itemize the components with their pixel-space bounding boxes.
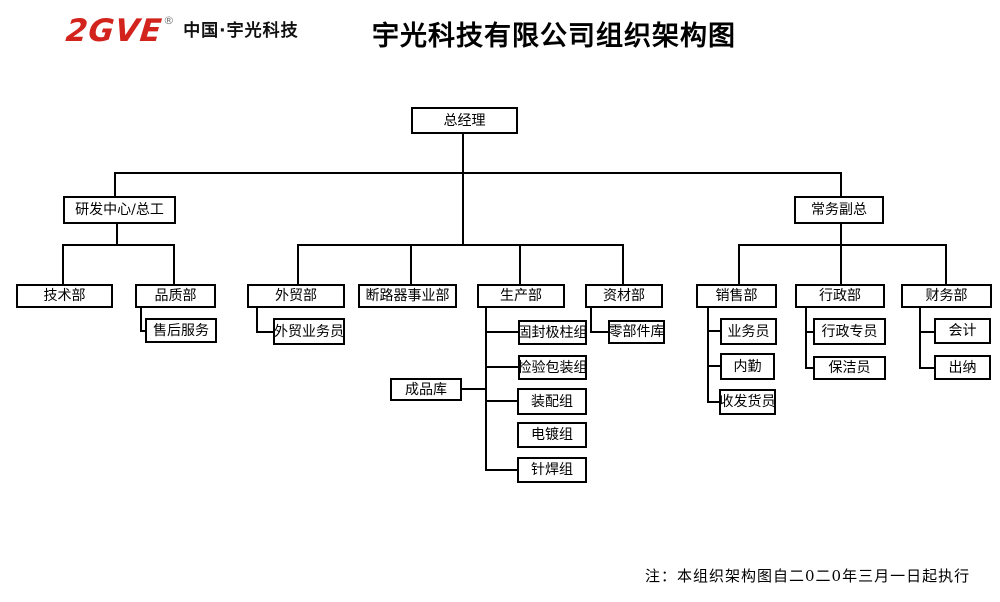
connector-line [485, 469, 517, 471]
connector-line [114, 172, 842, 174]
org-node-after-sales-service: 售后服务 [145, 318, 217, 343]
connector-line [485, 366, 518, 368]
org-node-foreign-trade-dept: 外贸部 [247, 284, 345, 308]
org-node-pin-welding-group: 针焊组 [517, 457, 587, 483]
org-node-sealed-pole-group: 固封极柱组 [518, 320, 588, 345]
connector-line [590, 307, 592, 333]
org-node-finished-goods-store: 成品库 [390, 378, 462, 401]
connector-line [256, 308, 258, 333]
connector-line [485, 308, 487, 471]
org-node-accountant: 会计 [934, 318, 991, 344]
connector-line [173, 244, 175, 284]
connector-line [116, 224, 118, 246]
connector-line [919, 308, 921, 368]
footnote: 注：本组织架构图自二0二0年三月一日起执行 [645, 567, 971, 585]
connector-line [738, 244, 740, 284]
org-node-material-dept: 资材部 [585, 284, 663, 308]
org-node-quality-dept: 品质部 [135, 284, 216, 308]
connector-line [919, 367, 935, 369]
org-node-cashier: 出纳 [934, 355, 991, 380]
org-node-production-dept: 生产部 [477, 284, 565, 308]
org-node-salesman: 业务员 [720, 318, 777, 345]
org-node-rd-center-chief: 研发中心/总工 [63, 196, 176, 224]
connector-line [590, 331, 609, 333]
connector-line [707, 308, 709, 402]
connector-line [410, 244, 412, 284]
org-node-cleaner: 保洁员 [813, 356, 886, 380]
org-node-deputy-gm: 常务副总 [794, 196, 884, 224]
connector-line [140, 308, 142, 332]
connector-line [297, 244, 624, 246]
org-node-inspection-packing-group: 检验包装组 [518, 355, 588, 380]
connector-line [485, 331, 518, 333]
connector-line [840, 224, 842, 246]
org-node-plating-group: 电镀组 [517, 422, 587, 448]
connector-line [114, 172, 116, 196]
org-node-shipping-receiving: 收发货员 [719, 389, 776, 415]
connector-line [919, 331, 935, 333]
connector-line [140, 330, 147, 332]
org-node-parts-warehouse: 零部件库 [608, 320, 665, 344]
connector-line [622, 244, 624, 284]
connector-line [740, 244, 947, 246]
org-node-finance-dept: 财务部 [901, 284, 992, 308]
connector-line [707, 401, 720, 403]
org-node-sales-dept: 销售部 [696, 284, 777, 308]
connector-line [462, 134, 464, 174]
registered-trademark-icon: ® [163, 14, 175, 27]
org-node-internal-support: 内勤 [720, 353, 775, 380]
org-node-trade-salesman: 外贸业务员 [273, 318, 345, 345]
company-logo: 2GVE ® 中国·宇光科技 [64, 13, 299, 49]
page-title: 宇光科技有限公司组织架构图 [372, 21, 736, 52]
connector-line [805, 367, 814, 369]
connector-line [297, 244, 299, 284]
org-node-breaker-division: 断路器事业部 [358, 284, 457, 308]
connector-line [945, 244, 947, 284]
connector-line [840, 172, 842, 196]
connector-line [805, 331, 814, 333]
org-node-admin-specialist: 行政专员 [813, 318, 886, 345]
connector-line [62, 244, 64, 284]
connector-line [707, 365, 721, 367]
connector-line [462, 172, 464, 246]
connector-line [62, 244, 175, 246]
org-node-assembly-group: 装配组 [517, 388, 587, 415]
connector-line [519, 244, 521, 284]
connector-line [485, 400, 517, 402]
connector-line [462, 388, 486, 390]
connector-line [805, 308, 807, 368]
logo-company-name: 中国·宇光科技 [183, 21, 299, 41]
connector-line [256, 331, 274, 333]
connector-line [840, 244, 842, 284]
connector-line [707, 330, 721, 332]
org-node-admin-dept: 行政部 [795, 284, 885, 308]
org-node-tech-dept: 技术部 [16, 284, 113, 308]
org-node-general-manager: 总经理 [411, 107, 518, 134]
